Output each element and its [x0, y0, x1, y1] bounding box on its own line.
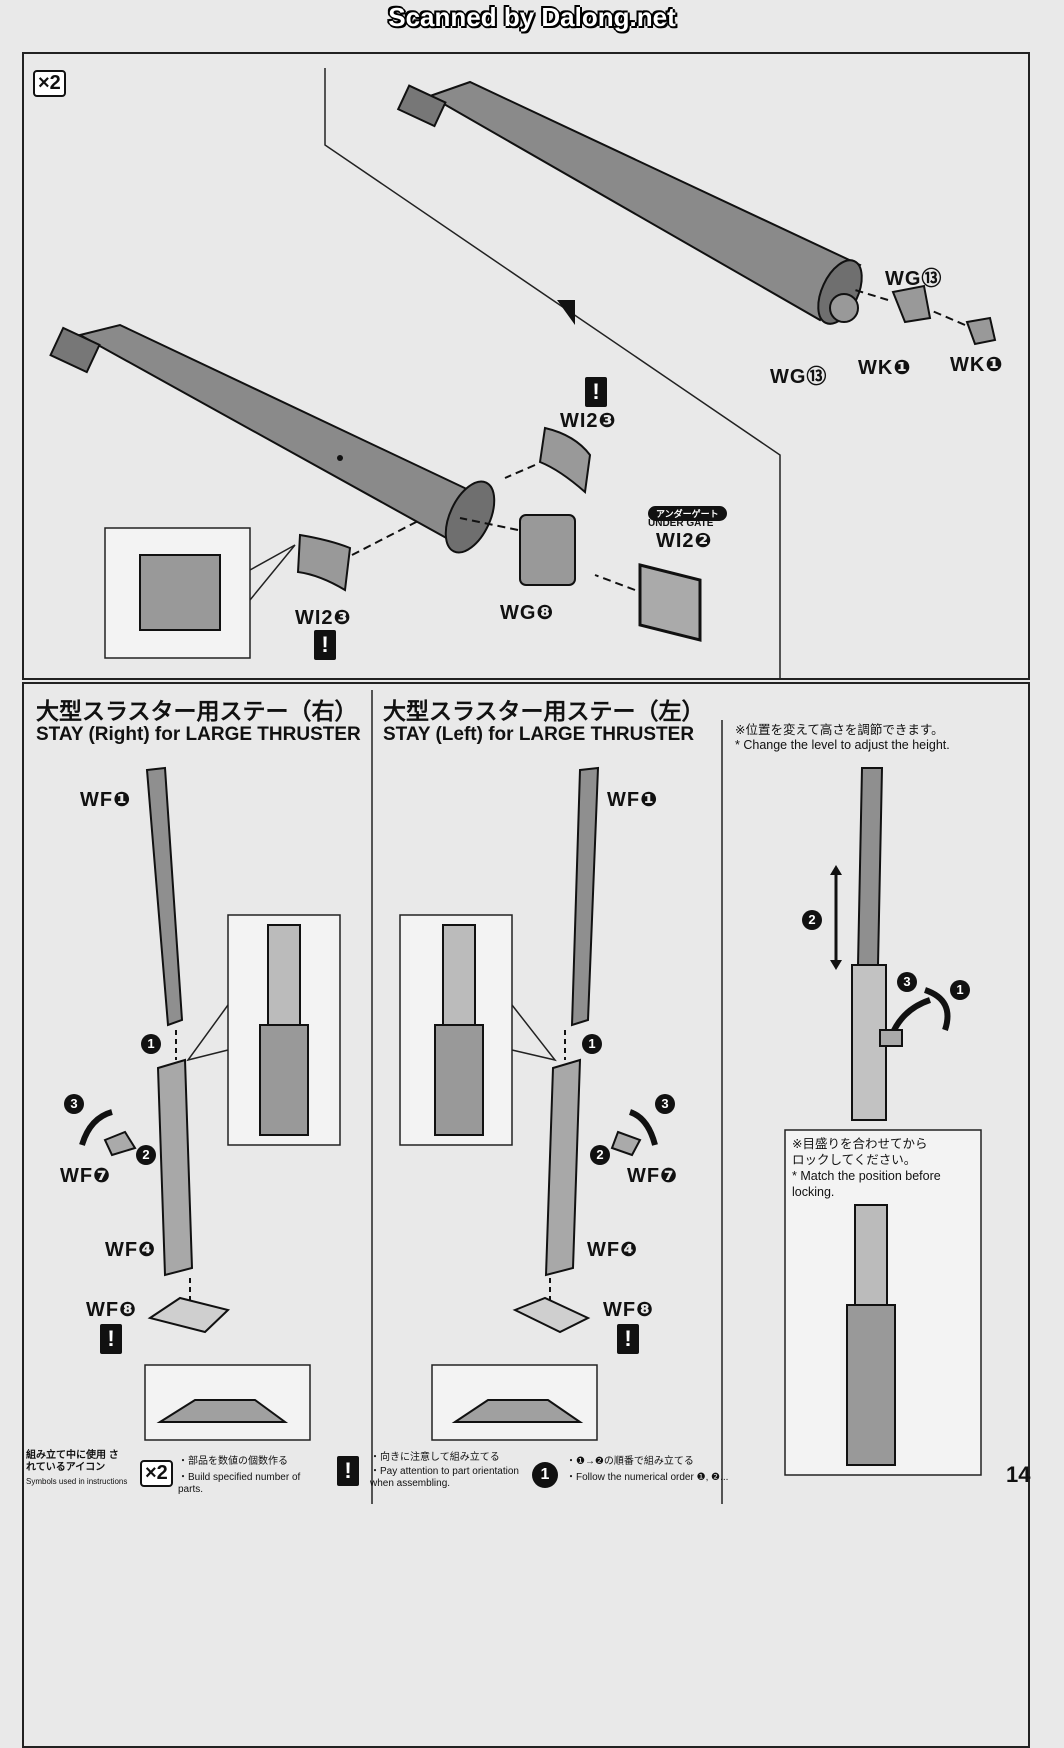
label-wf7: WF❼ — [60, 1165, 112, 1187]
warning-icon: ! — [314, 630, 336, 660]
step-number-1: 1 — [141, 1034, 161, 1054]
label-wf4: WF❹ — [587, 1239, 639, 1261]
footer-legend-en: Symbols used in instructions — [26, 1477, 128, 1486]
label-wi2-3: WI2❸ — [295, 607, 352, 629]
warning-icon: ! — [100, 1324, 122, 1354]
warning-icon: ! — [585, 377, 607, 407]
part-wg13-cap — [891, 284, 932, 324]
thruster-upper — [396, 80, 863, 325]
label-wf1: WF❶ — [80, 789, 132, 811]
match-note-jp: ※目盛りを合わせてから ロックしてください。 — [792, 1137, 928, 1167]
warning-icon: ! — [337, 1456, 359, 1486]
footer-order-jp: ・❶→❷の順番で組み立てる — [566, 1456, 694, 1467]
step-number-2: 2 — [802, 910, 822, 930]
footer-build-jp: ・部品を数値の個数作る — [178, 1456, 288, 1467]
match-note-en: * Match the position before locking. — [792, 1169, 941, 1199]
under-gate-badge: アンダーゲート — [648, 506, 727, 521]
step-order-icon: 1 — [532, 1462, 558, 1488]
stay-right-title-jp: 大型スラスター用ステー（右） — [36, 698, 358, 724]
footer-orient-jp: ・向きに注意して組み立てる — [370, 1452, 500, 1463]
top-panel — [22, 52, 1030, 680]
step-number-2: 2 — [590, 1145, 610, 1165]
part-wk1-cap — [965, 316, 997, 346]
label-wi2-2: WI2❷ — [656, 530, 713, 552]
label-wf4: WF❹ — [105, 1239, 157, 1261]
adjust-note-en: * Change the level to adjust the height. — [735, 738, 950, 752]
label-wk1: WK❶ — [950, 354, 1004, 376]
footer-order-en: ・Follow the numerical order ❶, ❷... — [566, 1472, 729, 1483]
stay-adjust-diagram — [830, 767, 951, 1121]
label-wg8: WG❽ — [500, 602, 555, 624]
label-wg13: WG⑬ — [770, 366, 828, 388]
stay-right-title-en: STAY (Right) for LARGE THRUSTER — [36, 724, 361, 745]
footer-build-en: ・Build specified number of parts. — [178, 1472, 301, 1495]
thruster-lower — [49, 323, 496, 554]
step-divider-line — [324, 68, 781, 680]
step-number-2: 2 — [136, 1145, 156, 1165]
label-wg13: WG⑬ — [885, 268, 943, 290]
stay-left-title-en: STAY (Left) for LARGE THRUSTER — [383, 724, 695, 745]
label-wf8: WF❽ — [603, 1299, 655, 1321]
warning-icon: ! — [617, 1324, 639, 1354]
multiplier-badge: ×2 — [33, 70, 66, 97]
footer-legend-jp: 組み立て中に使用 されているアイコン — [26, 1450, 119, 1473]
part-wi2-3-upper — [538, 426, 592, 494]
step-number-1: 1 — [950, 980, 970, 1000]
under-gate-label: UNDER GATE — [648, 518, 714, 529]
label-wf7: WF❼ — [627, 1165, 679, 1187]
orientation-arrow — [557, 300, 575, 325]
adjust-note-jp: ※位置を変えて高さを調節できます。 — [735, 723, 944, 737]
part-wi2-3-lower — [296, 533, 352, 592]
page-number: 14 — [1006, 1462, 1031, 1487]
stay-left-title-jp: 大型スラスター用ステー（左） — [383, 698, 705, 724]
label-wk1: WK❶ — [858, 357, 912, 379]
step-number-3: 3 — [897, 972, 917, 992]
stay-left-assembly — [512, 766, 658, 1334]
footer-orient-en: ・Pay attention to part orientation when … — [370, 1466, 519, 1489]
multiplier-icon: ×2 — [140, 1460, 173, 1487]
label-wi2-3: WI2❸ — [560, 410, 617, 432]
part-wg8 — [519, 514, 576, 586]
step-number-3: 3 — [64, 1094, 84, 1114]
label-wf1: WF❶ — [607, 789, 659, 811]
stay-right-assembly — [79, 766, 231, 1334]
instruction-illustrations — [49, 68, 997, 1504]
label-wf8: WF❽ — [86, 1299, 138, 1321]
watermark: Scanned by Dalong.net — [388, 2, 676, 32]
part-wi2-2 — [638, 563, 702, 642]
step-number-1: 1 — [582, 1034, 602, 1054]
step-number-3: 3 — [655, 1094, 675, 1114]
